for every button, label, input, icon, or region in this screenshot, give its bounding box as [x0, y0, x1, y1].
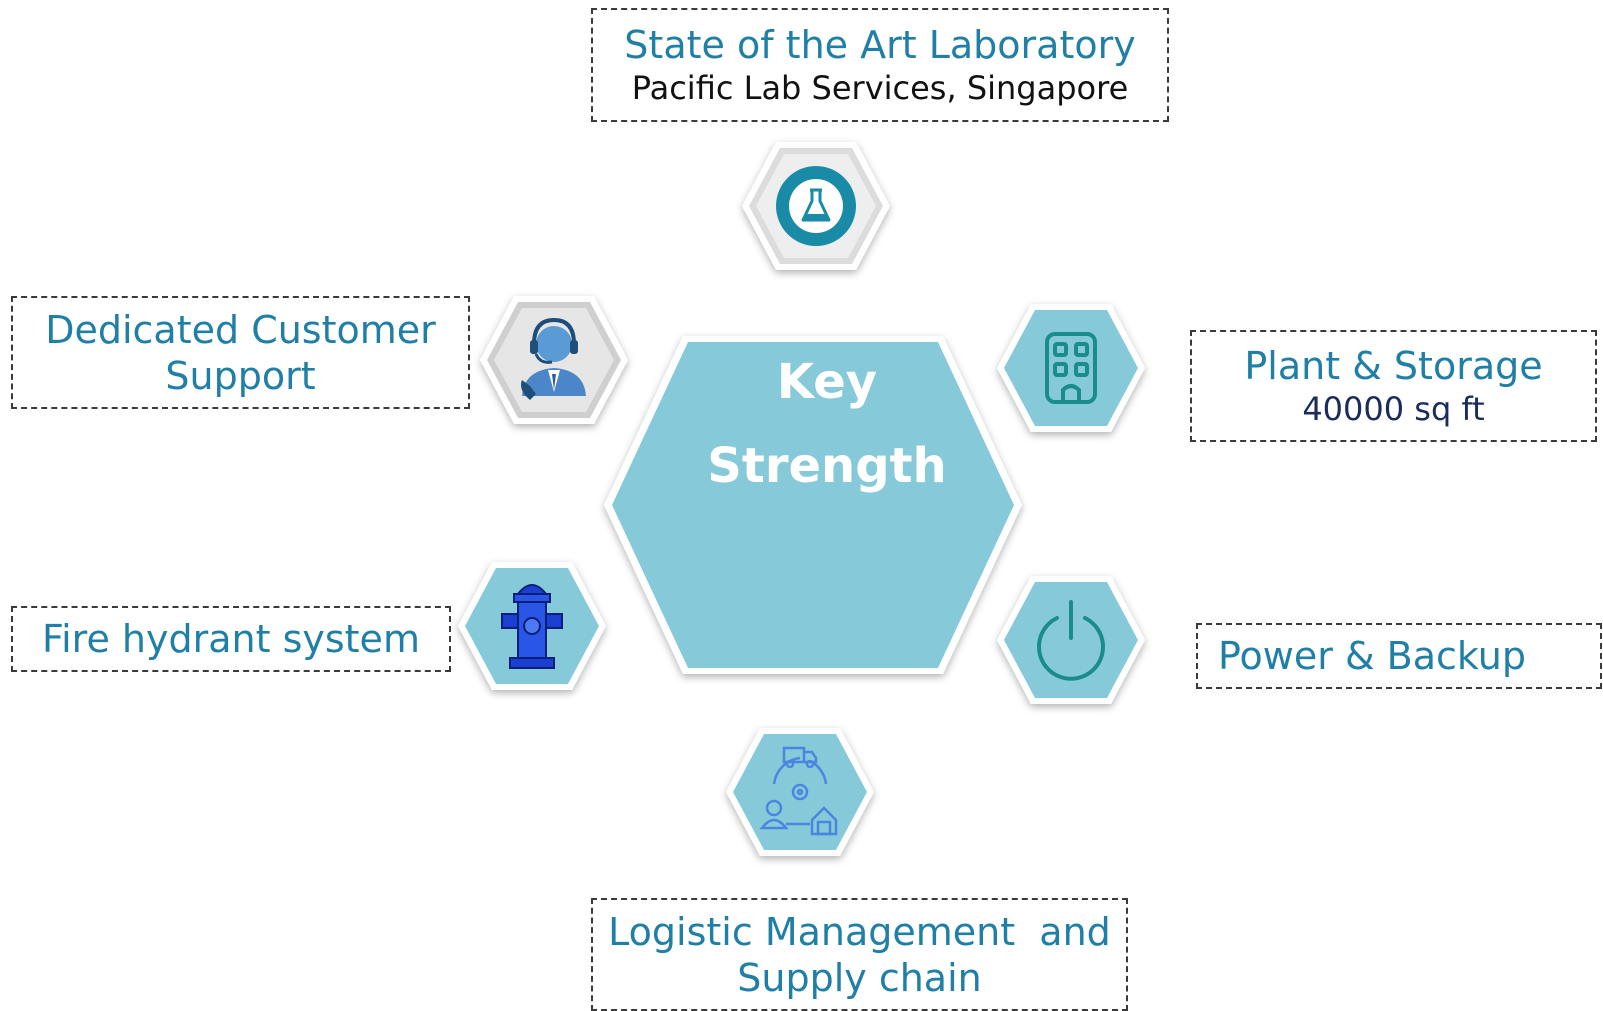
plant-storage-hexagon	[995, 300, 1147, 436]
logistics-supply-chain-icon	[759, 746, 838, 836]
customer-support-label-box: Dedicated Customer Support	[11, 296, 470, 409]
laboratory-subtitle: Pacific Lab Services, Singapore	[631, 69, 1129, 107]
laboratory-label-box: State of the Art Laboratory Pacific Lab …	[591, 8, 1169, 122]
fire-hydrant-label-box: Fire hydrant system	[11, 606, 451, 672]
power-backup-hexagon	[995, 572, 1147, 708]
laboratory-hexagon	[740, 138, 892, 274]
center-title: Key Strength	[612, 340, 1042, 508]
center-title-line2: Strength	[707, 438, 947, 494]
logistics-label-box: Logistic Management and Supply chain	[591, 898, 1128, 1011]
plant-storage-label-box: Plant & Storage 40000 sq ft	[1190, 330, 1597, 442]
logistics-title-line1: Logistic Management and	[608, 909, 1111, 954]
customer-support-agent-icon	[521, 317, 586, 400]
power-backup-title: Power & Backup	[1218, 634, 1526, 678]
building-icon	[1045, 332, 1097, 404]
customer-support-title-line1: Dedicated Customer	[45, 307, 436, 352]
power-backup-label-box: Power & Backup	[1196, 623, 1602, 689]
center-title-line1: Key	[776, 354, 878, 410]
laboratory-title: State of the Art Laboratory	[624, 23, 1136, 67]
plant-storage-title: Plant & Storage	[1244, 344, 1543, 388]
center-hexagon	[598, 330, 1028, 680]
fire-hydrant-icon	[501, 584, 563, 669]
plant-storage-subtitle: 40000 sq ft	[1302, 390, 1485, 428]
fire-hydrant-hexagon	[456, 558, 608, 694]
power-icon	[1037, 600, 1105, 681]
logistics-title-line2: Supply chain	[737, 955, 982, 1000]
customer-support-title-line2: Support	[165, 353, 316, 398]
fire-hydrant-title: Fire hydrant system	[42, 617, 420, 661]
customer-support-hexagon	[478, 292, 630, 428]
logistics-hexagon	[724, 724, 876, 860]
flask-icon	[776, 166, 856, 246]
